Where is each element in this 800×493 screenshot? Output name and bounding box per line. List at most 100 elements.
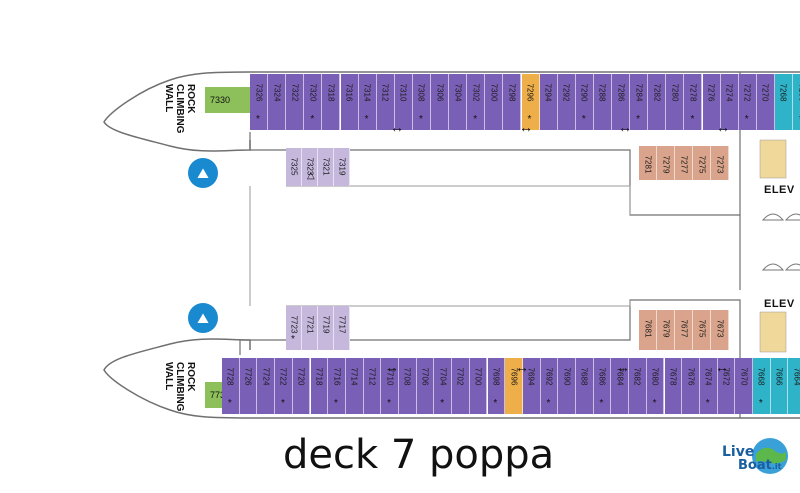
cabin-number: 7320 — [308, 83, 318, 102]
cabin-top-inner-tan: 7279 — [657, 146, 675, 180]
cabin-mark: * — [652, 398, 657, 409]
cabin-number: 7278 — [688, 83, 698, 102]
cabin-top-outer: 7276 — [702, 74, 721, 130]
cabin-number: 7270 — [760, 83, 770, 102]
cabin-number: 7681 — [643, 319, 652, 338]
cabin-bottom-outer: 7676 — [682, 358, 700, 414]
cabin-top-inner-tan: 7281 — [639, 146, 657, 180]
cabin-mark: * — [473, 114, 478, 125]
cabin-bottom-outer: 7710* — [381, 358, 399, 414]
cabin-bottom-outer: 7714 — [345, 358, 364, 414]
cabin-bottom-outer: 7674* — [699, 358, 718, 414]
cabin-number: 7302 — [471, 83, 481, 102]
cabin-number: 7268 — [778, 83, 788, 102]
cabin-bottom-outer: 7686 * — [593, 358, 612, 414]
cabin-top-outer: 7306 — [431, 74, 450, 130]
cabin-number: 7675 — [697, 319, 706, 338]
cabin-bottom-outer: 7680* — [646, 358, 665, 414]
cabin-top-outer: 7268 — [774, 74, 793, 130]
cabin-mark: * — [291, 334, 295, 345]
cabin-top-outer: 7294 — [539, 74, 558, 130]
connecting-arrow: ↔ — [616, 359, 630, 375]
connecting-arrow: ↔ — [716, 119, 730, 135]
cabin-number: 7318 — [326, 83, 336, 102]
cabin-top-inner-tan: 7273 — [711, 146, 729, 180]
cabin-number: 7274 — [724, 83, 734, 102]
cabin-number: 7721 — [305, 315, 314, 334]
cabin-top-outer: 7286 — [612, 74, 631, 130]
cabin-top-outer: 7322 — [286, 74, 305, 130]
cabin-bottom-outer: 7696 — [505, 358, 523, 414]
cabin-top-outer: 7284* — [630, 74, 649, 130]
cabin-top-inner: 7323△ — [302, 148, 318, 186]
cabin-top-outer: 7316 — [340, 74, 359, 130]
cabin-number: 7679 — [661, 319, 670, 338]
cabin-bottom-outer: 7666 — [770, 358, 789, 414]
cabin-number: 7282 — [652, 83, 662, 102]
cabin-mark: * — [527, 114, 532, 125]
cabin-number: 7290 — [579, 83, 589, 102]
cabin-number: 7280 — [670, 83, 680, 102]
elevator-label-bottom: ELEV — [764, 298, 795, 310]
cabin-number: 7726 — [243, 367, 253, 386]
cabin-bottom-outer: 7724 — [257, 358, 276, 414]
connecting-arrow: ↔ — [715, 359, 729, 375]
cabin-number: 7272 — [742, 83, 752, 102]
cabin-bottom-inner-tan: 7677 — [675, 310, 693, 350]
cabin-bottom-inner: 7723* — [286, 306, 302, 350]
cabin-top-outer: 7266* — [793, 74, 800, 130]
cabin-number: 7304 — [453, 83, 463, 102]
cabin-top-outer: 7282 — [648, 74, 667, 130]
cabin-top-outer: 7308 * — [412, 74, 431, 130]
cabin-number: 7686 — [597, 367, 607, 386]
cabin-mark: * — [599, 398, 604, 409]
cabin-mark: * — [705, 398, 710, 409]
cabin-top-outer: 7320* — [304, 74, 323, 130]
cabin-number: 7325 — [289, 157, 298, 176]
cabin-number: 7708 — [402, 367, 412, 386]
cabin-bottom-outer: 7690 — [558, 358, 576, 414]
cabin-mark: △ — [307, 170, 315, 181]
cabin-number: 7666 — [774, 367, 784, 386]
cabin-number: 7288 — [597, 83, 607, 102]
cabin-bottom-inner: 7719 — [318, 306, 334, 350]
cabin-top-outer: 7270 — [756, 74, 775, 130]
connecting-arrow: ↔ — [618, 119, 632, 135]
cabin-number: 7316 — [344, 83, 354, 102]
cabin-bottom-outer: 7722* — [275, 358, 293, 414]
connecting-arrow: ↔ — [390, 119, 404, 135]
cabin-number: 7664 — [792, 367, 800, 386]
cabin-number: 7321 — [321, 157, 330, 176]
cabin-mark: * — [364, 114, 369, 125]
cabin-number: 7668 — [756, 367, 766, 386]
liveboat-logo: Live Boat.it — [714, 432, 796, 480]
cabin-number: 7319 — [337, 157, 346, 176]
cabin-number: 7717 — [337, 315, 346, 334]
cabin-bottom-outer: 7678 — [664, 358, 683, 414]
cabin-bottom-outer: 7670 — [735, 358, 753, 414]
cabin-bottom-outer: 7664 — [788, 358, 800, 414]
cabin-bottom-outer: 7706 — [416, 358, 435, 414]
cabin-bottom-outer: 7702 — [452, 358, 470, 414]
cabin-bottom-outer: 7668* — [753, 358, 771, 414]
cabin-top-outer: 7300 — [485, 74, 504, 130]
cabin-mark: * — [546, 398, 551, 409]
cabin-number: 7296 — [525, 83, 535, 102]
cabin-top-outer: 7278* — [684, 74, 703, 130]
cabin-top-outer: 7304 — [449, 74, 468, 130]
cabin-number: 7690 — [562, 367, 572, 386]
cabin-bottom-inner: 7721 — [302, 306, 318, 350]
cabin-number: 7324 — [272, 83, 282, 102]
cabin-mark: * — [440, 398, 445, 409]
cabin-number: 7298 — [507, 83, 517, 102]
connecting-arrow: ↔ — [515, 359, 529, 375]
cabin-top-outer: 7280 — [666, 74, 685, 130]
cabin-mark: * — [418, 114, 423, 125]
cabin-top-inner: 7321 — [318, 148, 334, 186]
cabin-number: 7308 — [416, 83, 426, 102]
cabin-number: 7292 — [561, 83, 571, 102]
cabin-number: 7300 — [489, 83, 499, 102]
cabin-top-outer: 7310 — [394, 74, 413, 130]
cabin-number: 7682 — [632, 367, 642, 386]
